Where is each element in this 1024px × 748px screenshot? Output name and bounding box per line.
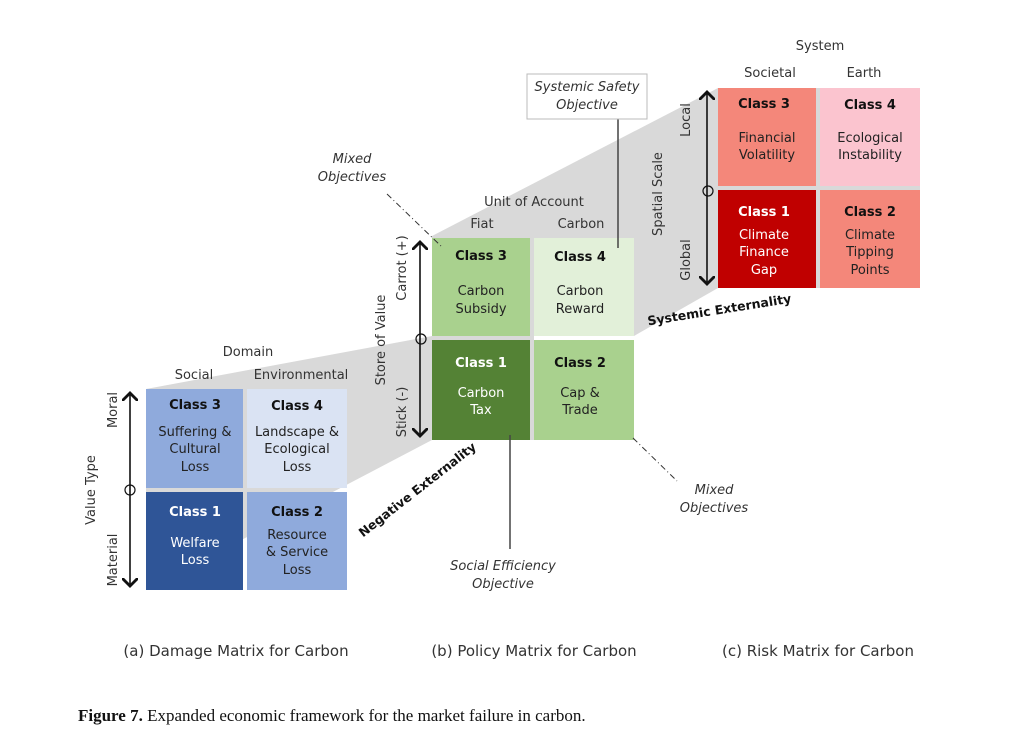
mixed-objectives-bottom-leader (632, 437, 678, 482)
policy-matrix: Class 3 Carbon Subsidy Class 4 Carbon Re… (374, 195, 634, 440)
damage-cell-class-2 (247, 492, 347, 590)
risk-class-2-title: Class 2 (844, 205, 896, 220)
damage-class-4-title: Class 4 (271, 399, 323, 414)
risk-class-4-line-1: Ecological (837, 131, 902, 146)
figure-caption: Figure 7. Expanded economic framework fo… (78, 706, 586, 726)
policy-col-axis-title: Unit of Account (484, 195, 584, 210)
damage-class-2-line-3: Loss (283, 563, 312, 578)
damage-col-right: Environmental (254, 368, 349, 383)
policy-class-2-title: Class 2 (554, 356, 606, 371)
risk-class-2-line-3: Points (850, 263, 889, 278)
figure-caption-text: Expanded economic framework for the mark… (142, 706, 586, 725)
risk-cell-class-2 (820, 190, 920, 288)
policy-class-1-title: Class 1 (455, 356, 507, 371)
risk-axis-origin (702, 185, 714, 197)
damage-class-4-line-1: Landscape & (255, 425, 339, 440)
risk-class-1-title: Class 1 (738, 205, 790, 220)
risk-class-2-line-1: Climate (845, 228, 895, 243)
damage-class-1-line-2: Loss (181, 553, 210, 568)
risk-cell-class-4 (820, 88, 920, 186)
damage-class-3-title: Class 3 (169, 398, 221, 413)
policy-class-3-title: Class 3 (455, 249, 507, 264)
policy-class-4-title: Class 4 (554, 250, 606, 265)
damage-axis-origin (124, 484, 136, 496)
risk-cell-class-1 (718, 190, 816, 288)
social-efficiency-line-1: Social Efficiency (450, 559, 556, 574)
damage-class-2-title: Class 2 (271, 505, 323, 520)
policy-class-3-line-1: Carbon (458, 284, 505, 299)
damage-subtitle: (a) Damage Matrix for Carbon (123, 642, 348, 660)
risk-row-top: Local (679, 103, 694, 137)
risk-matrix: Class 3 Financial Volatility Class 4 Eco… (651, 39, 920, 288)
damage-row-axis-title: Value Type (84, 455, 99, 525)
policy-row-top: Carrot (+) (395, 235, 410, 300)
damage-class-2-line-1: Resource (267, 528, 327, 543)
risk-row-bottom: Global (679, 239, 694, 280)
risk-class-2-line-2: Tipping (845, 245, 894, 260)
damage-class-1-title: Class 1 (169, 505, 221, 520)
risk-row-axis-title: Spatial Scale (651, 152, 666, 236)
damage-cell-class-4 (247, 389, 347, 488)
systemic-safety-line-1: Systemic Safety (535, 80, 640, 95)
mixed-objectives-bottom-line-2: Objectives (680, 501, 749, 516)
damage-row-top: Moral (106, 392, 121, 428)
policy-row-bottom: Stick (-) (395, 387, 410, 438)
damage-class-4-line-3: Loss (283, 460, 312, 475)
policy-row-axis-title: Store of Value (374, 295, 389, 386)
policy-class-2-line-1: Cap & (560, 386, 600, 401)
damage-row-bottom: Material (106, 534, 121, 587)
figure-caption-label: Figure 7. (78, 706, 143, 725)
risk-class-3-title: Class 3 (738, 97, 790, 112)
policy-class-1-line-2: Tax (469, 403, 492, 418)
damage-cell-class-3 (146, 389, 243, 488)
risk-col-axis-title: System (796, 39, 844, 54)
risk-class-3-line-1: Financial (739, 131, 796, 146)
risk-col-right: Earth (847, 66, 882, 81)
policy-subtitle: (b) Policy Matrix for Carbon (431, 642, 636, 660)
systemic-safety-box (526, 73, 648, 120)
risk-class-1-line-2: Finance (739, 245, 789, 260)
policy-col-right: Carbon (558, 217, 605, 232)
damage-class-2-line-2: & Service (266, 545, 328, 560)
policy-class-2-line-2: Trade (561, 403, 598, 418)
damage-cell-class-1 (146, 492, 243, 590)
mixed-objectives-top-line-1: Mixed (333, 152, 373, 167)
mixed-objectives-top-line-2: Objectives (318, 170, 387, 185)
damage-class-1-line-1: Welfare (170, 536, 219, 551)
damage-class-3-line-3: Loss (181, 460, 210, 475)
risk-cell-class-3 (718, 88, 816, 186)
policy-axis-origin (415, 333, 427, 345)
systemic-safety-line-2: Objective (556, 98, 618, 113)
damage-col-axis-title: Domain (223, 345, 273, 360)
policy-cell-class-1 (432, 340, 530, 440)
risk-col-left: Societal (744, 66, 796, 81)
risk-class-1-line-3: Gap (751, 263, 777, 278)
risk-subtitle: (c) Risk Matrix for Carbon (722, 642, 914, 660)
policy-col-left: Fiat (470, 217, 493, 232)
policy-cell-class-2 (534, 340, 634, 440)
damage-matrix: Class 3 Suffering & Cultural Loss Class … (84, 345, 348, 590)
policy-cell-class-3 (432, 238, 530, 336)
social-efficiency-line-2: Objective (472, 577, 534, 592)
damage-class-3-line-2: Cultural (169, 442, 220, 457)
risk-class-4-title: Class 4 (844, 98, 896, 113)
policy-class-3-line-2: Subsidy (455, 302, 506, 317)
mixed-objectives-bottom-line-1: Mixed (695, 483, 735, 498)
damage-class-3-line-1: Suffering & (158, 425, 231, 440)
damage-col-left: Social (175, 368, 214, 383)
policy-class-1-line-1: Carbon (458, 386, 505, 401)
risk-class-1-line-1: Climate (739, 228, 789, 243)
policy-class-4-line-2: Reward (556, 302, 604, 317)
damage-class-4-line-2: Ecological (264, 442, 329, 457)
risk-class-4-line-2: Instability (838, 148, 902, 163)
policy-class-4-line-1: Carbon (557, 284, 604, 299)
risk-class-3-line-2: Volatility (739, 148, 795, 163)
policy-cell-class-4 (534, 238, 634, 336)
